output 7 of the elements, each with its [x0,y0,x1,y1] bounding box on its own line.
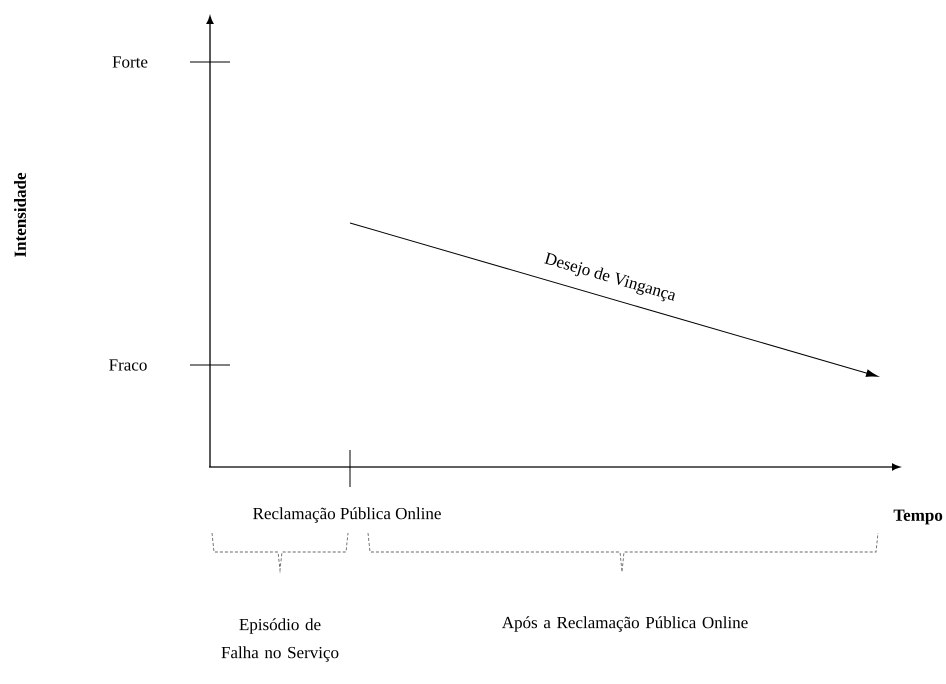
axis-title: Tempo [894,510,942,524]
axis-marker-label: Reclamação Pública Online [253,507,441,523]
period-label: Após a Reclamação Pública Online [502,616,748,632]
period-label: Episódio de Falha no Serviço [221,618,338,662]
tick-label: Fraco [109,359,147,371]
axis-title: Intensidade [14,172,26,257]
tick-label: Forte [112,56,148,68]
